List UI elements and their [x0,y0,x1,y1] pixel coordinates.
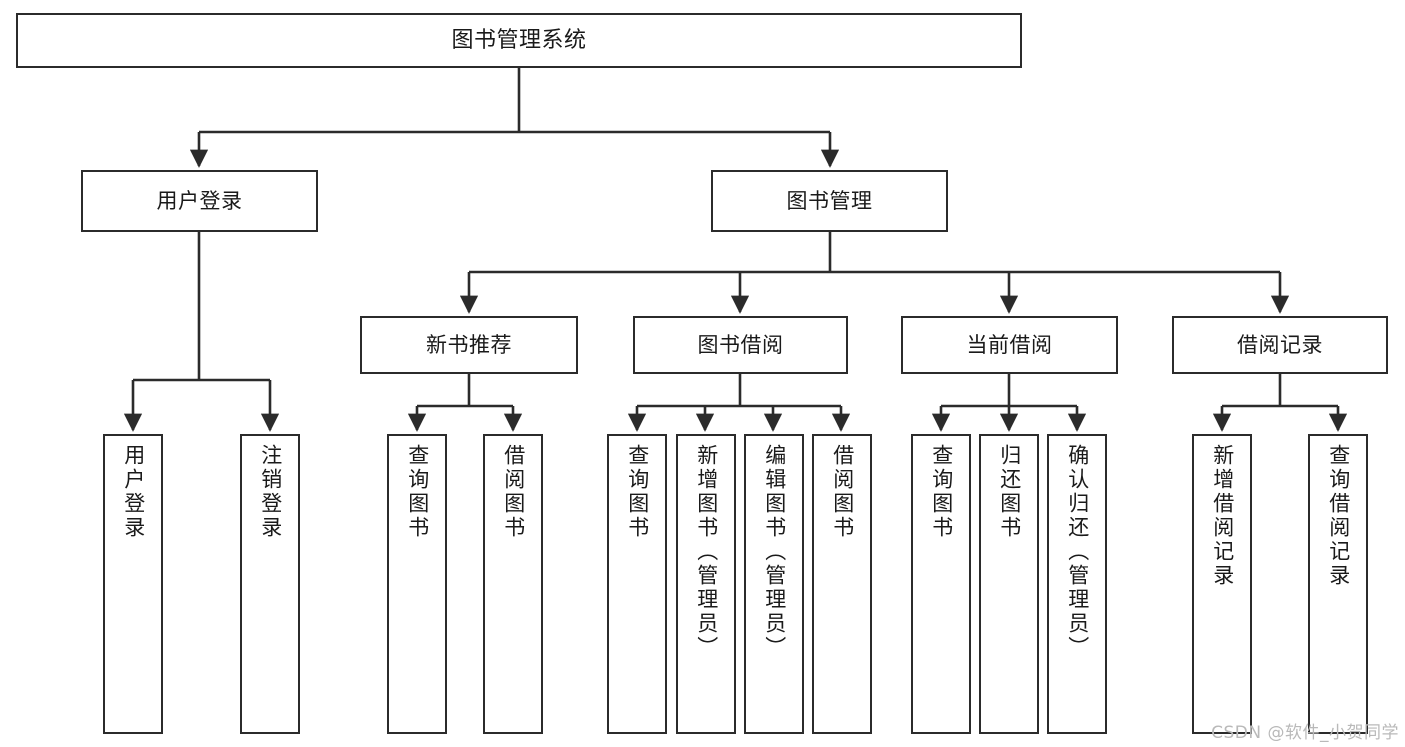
node-leaf-edit-book-label: 编辑图书（管理员） [762,444,787,660]
node-leaf-logout-label: 注销登录 [258,444,283,540]
node-leaf-return-book[interactable]: 归还图书 [979,434,1039,734]
node-leaf-borrow-book-a-label: 借阅图书 [501,444,526,540]
node-leaf-user-login-label: 用户登录 [121,444,146,540]
node-root[interactable]: 图书管理系统 [16,13,1022,68]
node-book-manage-label: 图书管理 [786,188,873,213]
node-book-borrow[interactable]: 图书借阅 [633,316,848,374]
node-borrow-record-label: 借阅记录 [1237,332,1323,357]
node-new-book-rec-label: 新书推荐 [426,332,512,357]
node-book-manage[interactable]: 图书管理 [711,170,948,232]
node-new-book-rec[interactable]: 新书推荐 [360,316,578,374]
node-borrow-record[interactable]: 借阅记录 [1172,316,1388,374]
node-leaf-query-book-c[interactable]: 查询图书 [911,434,971,734]
node-leaf-user-login[interactable]: 用户登录 [103,434,163,734]
node-leaf-return-book-label: 归还图书 [997,444,1022,540]
node-current-borrow-label: 当前借阅 [966,332,1053,357]
node-leaf-edit-book[interactable]: 编辑图书（管理员） [744,434,804,734]
node-leaf-query-book-b[interactable]: 查询图书 [607,434,667,734]
node-book-borrow-label: 图书借阅 [697,332,784,357]
node-leaf-borrow-book-b[interactable]: 借阅图书 [812,434,872,734]
node-leaf-query-book-a[interactable]: 查询图书 [387,434,447,734]
node-leaf-borrow-book-a[interactable]: 借阅图书 [483,434,543,734]
watermark: CSDN @软件_小贺同学 [1211,723,1399,743]
node-leaf-confirm-return[interactable]: 确认归还（管理员） [1047,434,1107,734]
node-leaf-logout[interactable]: 注销登录 [240,434,300,734]
node-root-label: 图书管理系统 [451,27,587,53]
node-current-borrow[interactable]: 当前借阅 [901,316,1118,374]
node-leaf-query-book-c-label: 查询图书 [929,444,954,540]
node-user-login-label: 用户登录 [156,188,243,213]
node-leaf-query-record-label: 查询借阅记录 [1326,444,1351,588]
node-leaf-query-record[interactable]: 查询借阅记录 [1308,434,1368,734]
node-user-login[interactable]: 用户登录 [81,170,318,232]
node-leaf-add-record-label: 新增借阅记录 [1210,444,1235,588]
node-leaf-query-book-b-label: 查询图书 [625,444,650,540]
node-leaf-add-book[interactable]: 新增图书（管理员） [676,434,736,734]
node-leaf-query-book-a-label: 查询图书 [405,444,430,540]
node-leaf-add-record[interactable]: 新增借阅记录 [1192,434,1252,734]
node-leaf-borrow-book-b-label: 借阅图书 [830,444,855,540]
node-leaf-confirm-return-label: 确认归还（管理员） [1065,444,1090,660]
node-leaf-add-book-label: 新增图书（管理员） [694,444,719,660]
